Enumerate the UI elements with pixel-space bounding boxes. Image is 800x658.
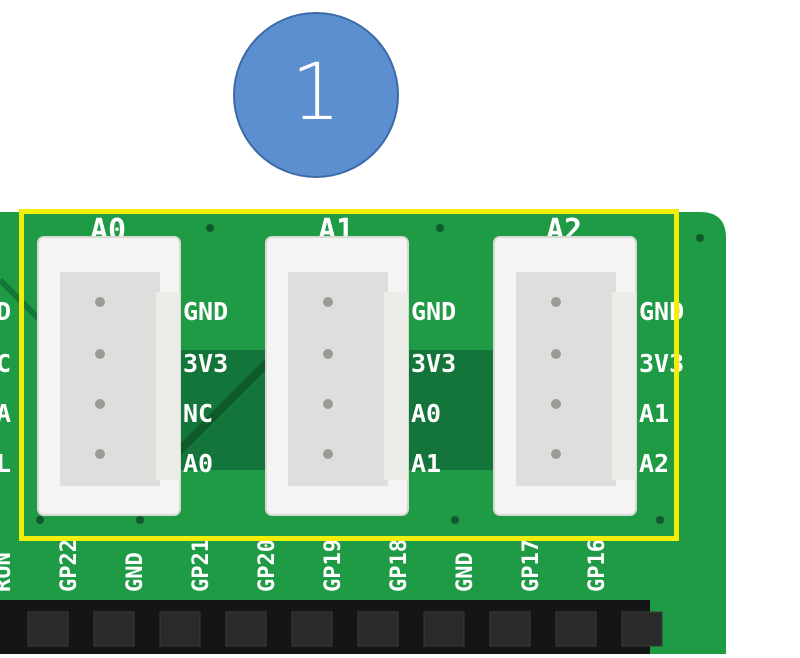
header-label: GP17 (519, 539, 544, 592)
pin-label: A2 (639, 449, 669, 478)
highlight-box (19, 209, 679, 541)
header-socket (555, 611, 597, 647)
left-edge-label: L (0, 449, 11, 478)
connector-pin (323, 349, 333, 359)
step-badge: 1 (233, 12, 399, 178)
via-dot (136, 516, 144, 524)
left-edge-label: C (0, 349, 11, 378)
via-dot (696, 234, 704, 242)
trace-band-2 (400, 350, 500, 470)
connector-pin (323, 449, 333, 459)
left-edge-label: D (0, 297, 11, 326)
pin-label: GND (183, 297, 228, 326)
connector-cavity (60, 272, 160, 486)
pin-label: NC (183, 399, 213, 428)
connector-pin (95, 449, 105, 459)
header-socket (621, 611, 663, 647)
header-socket (423, 611, 465, 647)
header-label: GND (453, 552, 478, 592)
connector-side (156, 292, 180, 480)
connector-pin (551, 297, 561, 307)
pin-label: GND (411, 297, 456, 326)
header-socket (159, 611, 201, 647)
header-label: GP16 (585, 539, 610, 592)
via-dot (656, 516, 664, 524)
pin-label: A0 (411, 399, 441, 428)
header-label: GP21 (189, 539, 214, 592)
connector-cavity (288, 272, 388, 486)
connector-pin (95, 399, 105, 409)
pin-label: 3V3 (411, 349, 456, 378)
header-label: GND (123, 552, 148, 592)
via-dot (436, 224, 444, 232)
header-label: GP18 (387, 539, 412, 592)
connector-pin (551, 449, 561, 459)
header-socket (357, 611, 399, 647)
header-socket (291, 611, 333, 647)
pin-label: A0 (183, 449, 213, 478)
pin-label: A1 (411, 449, 441, 478)
pin-header: RUN GP22 GND GP21 GP20 GP19 GP18 GND GP17 GP16 (0, 539, 663, 654)
header-label: RUN (0, 552, 16, 592)
connector-pin (551, 349, 561, 359)
via-dot (36, 516, 44, 524)
pin-label: A1 (639, 399, 669, 428)
connector-pin (95, 349, 105, 359)
header-socket (225, 611, 267, 647)
via-dot (206, 224, 214, 232)
connector-side (384, 292, 408, 480)
connector-pin (551, 399, 561, 409)
connector-cavity (516, 272, 616, 486)
connector-pin (95, 297, 105, 307)
connector-pin (323, 399, 333, 409)
header-socket (27, 611, 69, 647)
header-socket (489, 611, 531, 647)
via-dot (451, 516, 459, 524)
pin-label: 3V3 (183, 349, 228, 378)
step-number: 1 (291, 48, 341, 138)
left-edge-label: A (0, 399, 11, 428)
header-label: GP22 (57, 539, 82, 592)
header-label: GP19 (321, 539, 346, 592)
connector-side (612, 292, 636, 480)
connector-pin (323, 297, 333, 307)
header-socket (93, 611, 135, 647)
header-label: GP20 (255, 539, 280, 592)
